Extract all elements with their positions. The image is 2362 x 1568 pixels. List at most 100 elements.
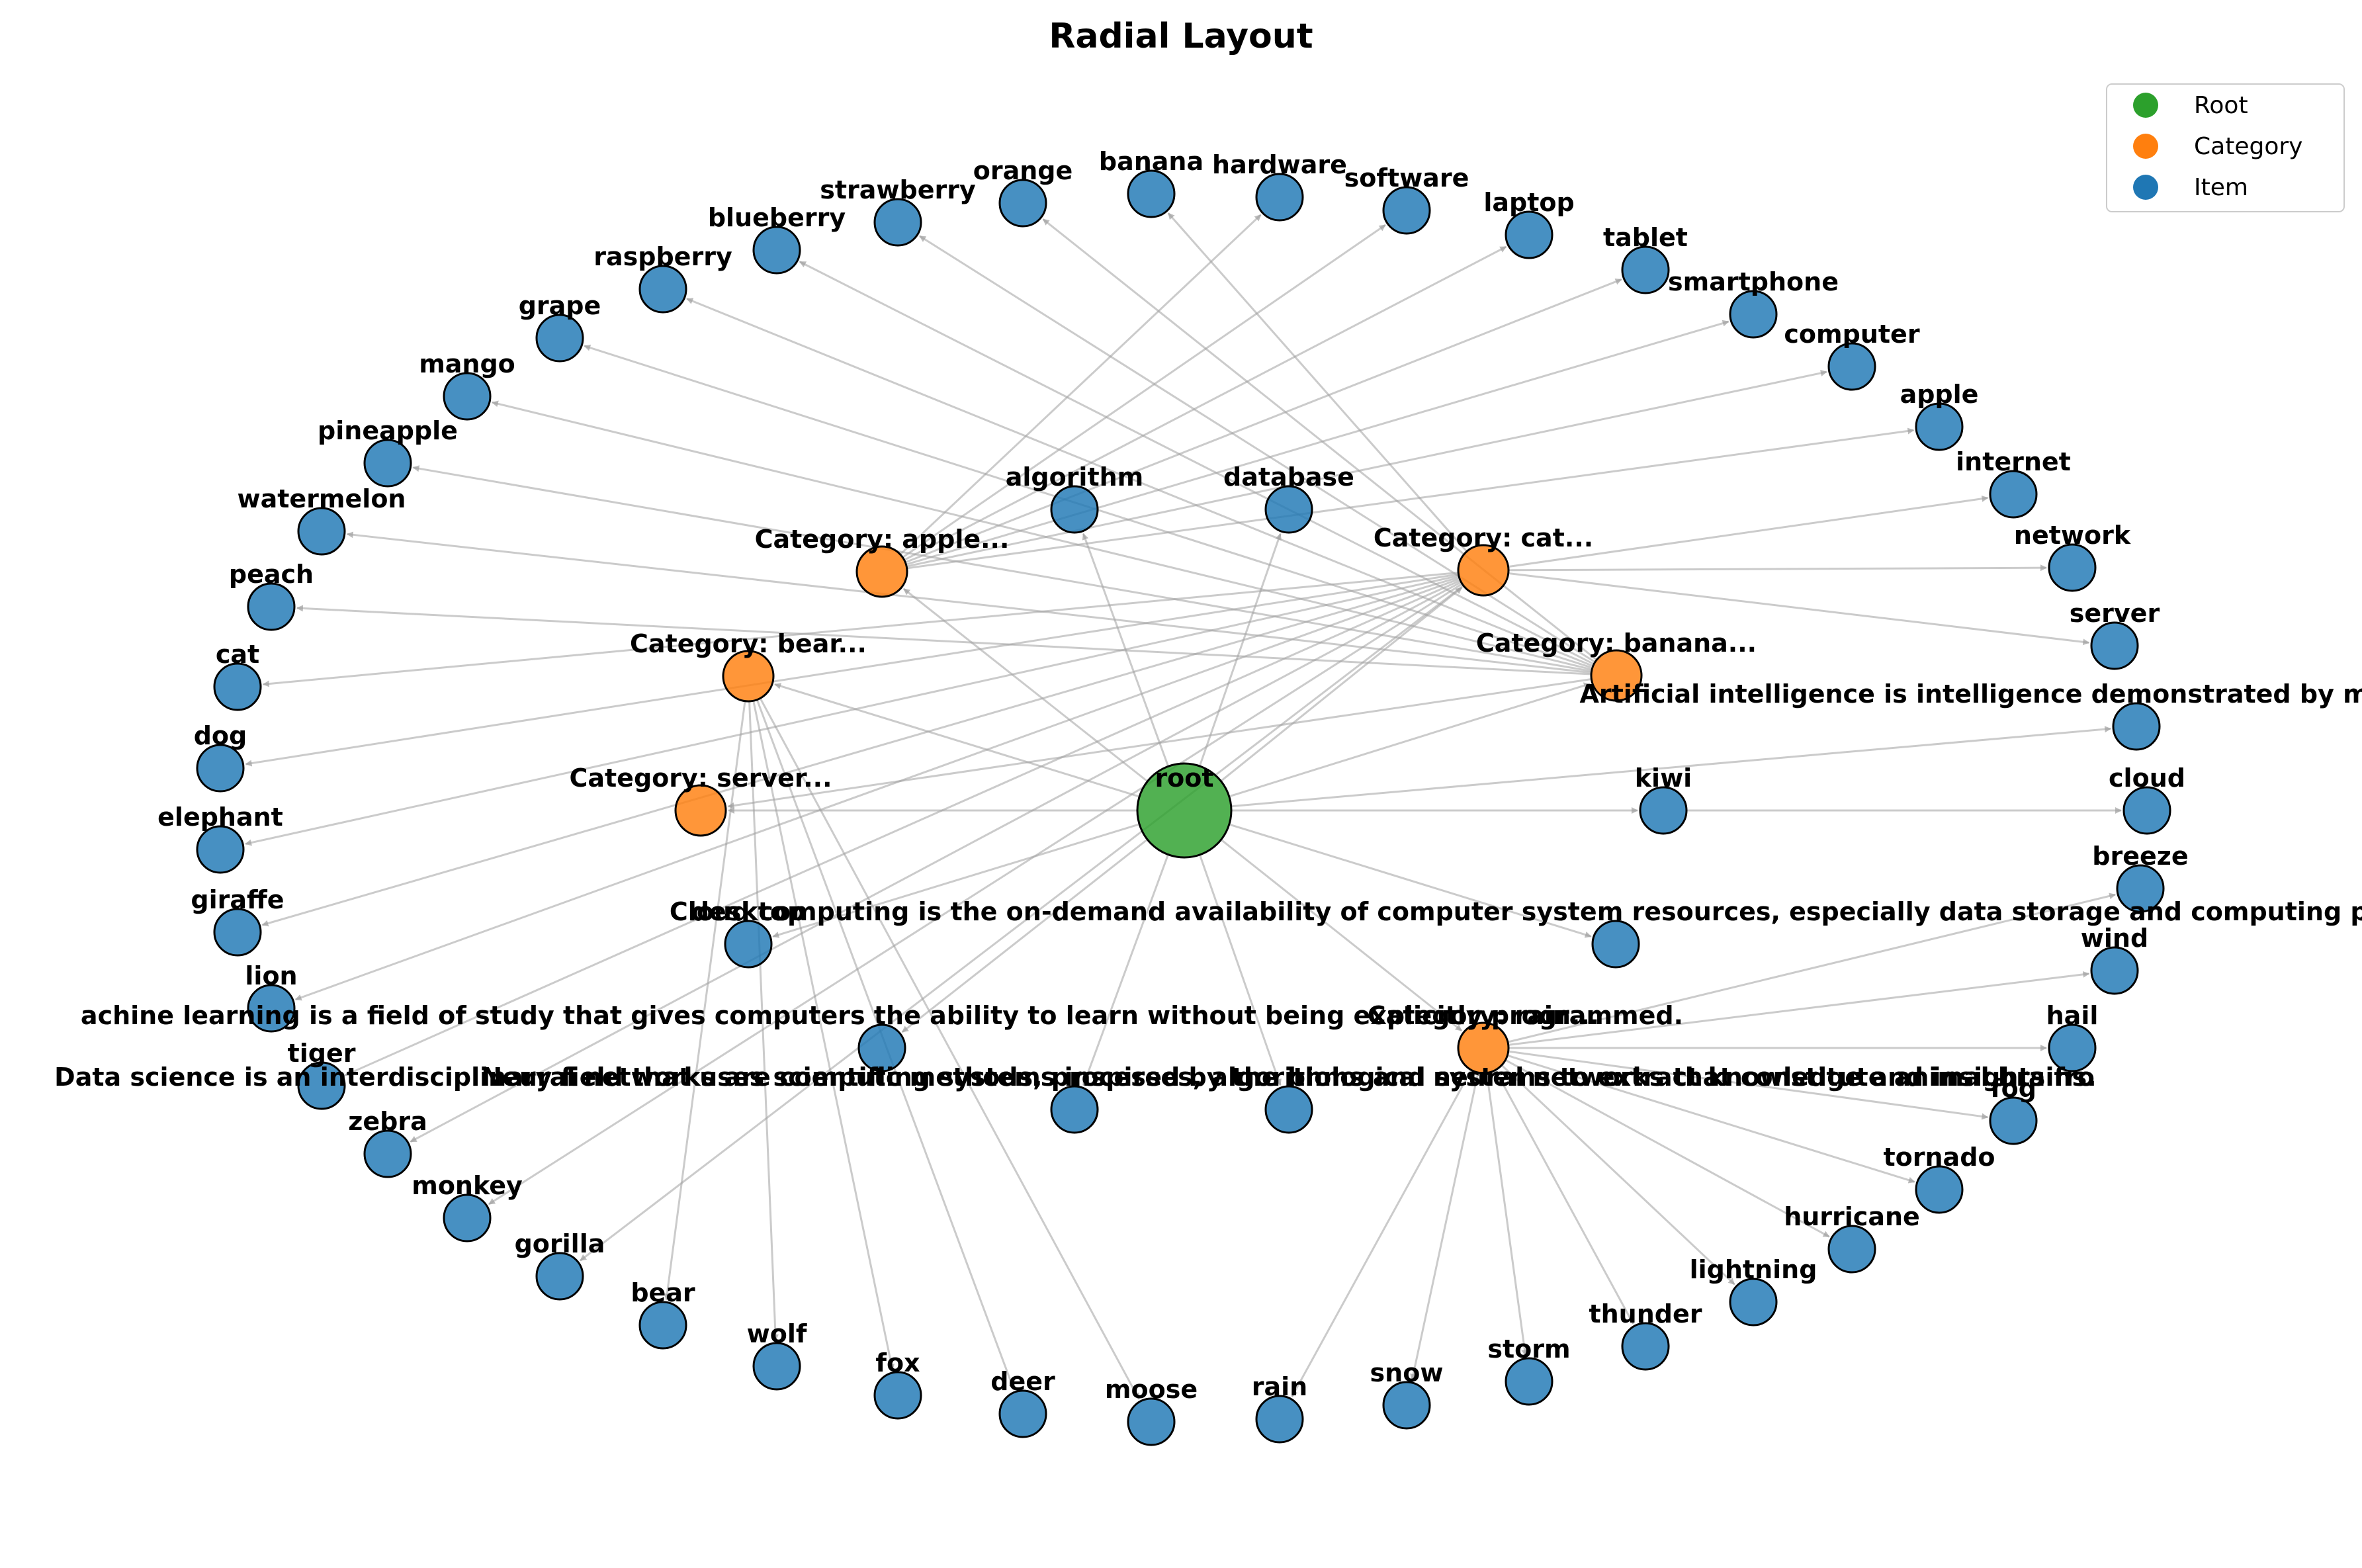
node-elephant [196, 825, 245, 874]
node-ml [857, 1024, 906, 1072]
node-label-cat_bear: Category: bear... [630, 629, 867, 658]
node-tablet [1621, 245, 1670, 294]
node-gorilla [535, 1252, 584, 1301]
node-database [1264, 485, 1313, 534]
node-fox [873, 1371, 922, 1420]
node-label-wind: wind [2081, 924, 2148, 953]
edge-cat_cat-to-elephant [245, 574, 1460, 846]
node-ds [1050, 1085, 1099, 1134]
edge-cat_banana-to-pineapple [412, 465, 1592, 673]
node-strawberry [873, 198, 922, 247]
node-hardware [1255, 173, 1304, 222]
node-label-computer: computer [1784, 320, 1919, 349]
edge-cat_apple-to-laptop [904, 245, 1507, 561]
node-label-dog: dog [194, 721, 247, 750]
legend-label-category: Category [2194, 133, 2302, 160]
node-cat [213, 662, 262, 711]
edge-cat_rain-to-rain [1291, 1069, 1473, 1397]
legend-marker-root [2133, 93, 2158, 118]
node-wolf [752, 1342, 801, 1391]
edge-cat_rain-to-snow [1410, 1072, 1479, 1381]
node-label-server: server [2070, 599, 2160, 628]
node-label-smartphone: smartphone [1668, 267, 1839, 296]
edge-cat_bear-to-moose [759, 697, 1140, 1400]
node-label-wolf: wolf [747, 1319, 807, 1348]
node-label-ai: Artificial intelligence is intelligence … [1579, 679, 2362, 709]
node-label-giraffe: giraffe [191, 885, 284, 914]
node-deer [998, 1389, 1047, 1438]
node-label-orange: orange [973, 156, 1073, 185]
node-label-cat_cat: Category: cat... [1374, 523, 1593, 552]
node-cat_cat [1457, 544, 1510, 597]
node-lion [247, 984, 296, 1033]
node-fog [1989, 1096, 2038, 1145]
node-cat_server [674, 784, 727, 837]
node-label-rain: rain [1252, 1372, 1307, 1401]
legend-marker-category [2133, 134, 2158, 159]
node-label-monkey: monkey [412, 1171, 523, 1200]
legend-marker-item [2133, 175, 2158, 200]
node-blueberry [752, 226, 801, 275]
legend-label-root: Root [2194, 92, 2248, 119]
node-label-cat: cat [216, 640, 259, 669]
edge-cat_cat-to-dog [245, 573, 1459, 767]
node-label-strawberry: strawberry [820, 175, 976, 204]
edge-cat_apple-to-tablet [904, 278, 1622, 564]
node-zebra [363, 1129, 412, 1178]
node-server [2090, 621, 2139, 670]
edge-root-to-ml [901, 838, 1149, 1033]
node-label-fox: fox [875, 1348, 920, 1377]
node-dog [196, 744, 245, 793]
node-root [1136, 762, 1233, 859]
node-cloudc [1591, 920, 1640, 969]
node-label-apple: apple [1900, 380, 1979, 409]
node-pineapple [363, 439, 412, 488]
node-label-root: root [1155, 763, 1213, 793]
edge-cat_cat-to-gorilla [580, 584, 1464, 1262]
node-label-tiger: tiger [288, 1039, 356, 1068]
node-rain [1255, 1395, 1304, 1444]
node-label-cat_server: Category: server... [569, 763, 832, 793]
node-label-moose: moose [1105, 1375, 1198, 1404]
node-tiger [297, 1061, 346, 1110]
node-storm [1505, 1357, 1553, 1406]
node-moose [1127, 1397, 1176, 1446]
node-label-deer: deer [990, 1367, 1055, 1396]
node-label-cat_banana: Category: banana... [1476, 629, 1757, 658]
node-apple [1915, 402, 1964, 451]
edge-cat_cat-to-monkey [488, 583, 1463, 1205]
node-label-hurricane: hurricane [1784, 1202, 1920, 1231]
edge-root-to-cat_apple [903, 588, 1149, 783]
edge-root-to-ds [1082, 854, 1169, 1086]
node-cat_rain [1457, 1022, 1510, 1074]
node-network [2048, 543, 2097, 592]
edge-cat_rain-to-hurricane [1505, 1059, 1830, 1238]
node-label-tornado: tornado [1883, 1143, 1995, 1172]
edge-cat_apple-to-computer [906, 370, 1827, 568]
edge-cat_rain-to-tornado [1507, 1054, 1915, 1184]
node-label-thunder: thunder [1589, 1299, 1702, 1328]
node-label-kiwi: kiwi [1635, 763, 1692, 793]
node-laptop [1505, 210, 1553, 259]
node-label-cat_apple: Category: apple... [755, 525, 1010, 554]
node-label-algorithm: algorithm [1006, 462, 1144, 492]
node-breeze [2116, 864, 2165, 913]
edge-cat_apple-to-smartphone [906, 320, 1729, 566]
node-kiwi [1639, 786, 1688, 835]
edge-root-to-ai [1231, 726, 2112, 808]
node-monkey [443, 1194, 492, 1242]
edge-cat_cat-to-network [1508, 564, 2048, 572]
node-label-laptop: laptop [1483, 188, 1574, 217]
labels-layer: root Category: apple... Category: cat... Ca… [54, 147, 2362, 1404]
node-software [1382, 186, 1431, 235]
edge-cat_cat-to-zebra [410, 581, 1462, 1143]
edge-cat_banana-to-peach [296, 605, 1592, 675]
node-raspberry [638, 265, 687, 314]
edge-cat_banana-to-cat_server [727, 678, 1592, 809]
node-cat_bear [722, 650, 775, 703]
node-label-lion: lion [245, 961, 297, 990]
node-grape [535, 314, 584, 363]
edge-root-to-database [1198, 533, 1282, 767]
edge-cat_banana-to-watermelon [346, 531, 1592, 674]
node-label-gorilla: gorilla [515, 1229, 605, 1258]
